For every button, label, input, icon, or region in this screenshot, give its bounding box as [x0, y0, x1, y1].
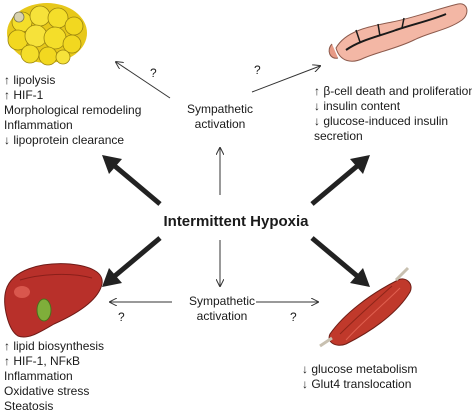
sympathetic-top-line-1: Sympathetic	[186, 102, 254, 116]
thin-arrow-to-adipose	[116, 62, 171, 99]
pancreas-icon	[328, 3, 468, 62]
sympathetic-activation-top: Sympathetic activation	[166, 102, 274, 132]
thick-arrow-bottom-left	[102, 236, 162, 287]
pancreas-effect: secretion	[314, 129, 363, 143]
question-mark-muscle: ?	[290, 310, 297, 324]
question-mark-liver: ?	[118, 310, 125, 324]
liver-effect: ↑ HIF-1, NFκB	[4, 354, 81, 368]
thick-arrow-bottom-right	[310, 236, 370, 287]
pancreas-effects-list: ↑ β-cell death and proliferation ↓ insul…	[314, 84, 472, 144]
thin-arrow-to-pancreas	[251, 66, 320, 93]
sympathetic-bottom-line-2: activation	[196, 309, 248, 323]
liver-icon	[4, 263, 103, 338]
sympathetic-top-line-2: activation	[194, 117, 246, 131]
adipose-effect: ↑ HIF-1	[4, 88, 44, 102]
center-label-intermittent-hypoxia: Intermittent Hypoxia	[163, 213, 309, 230]
pancreas-effect: ↓ insulin content	[314, 99, 401, 113]
adipose-effect: Inflammation	[4, 118, 73, 132]
adipose-tissue-icon	[7, 3, 87, 66]
adipose-effect: ↑ lipolysis	[4, 73, 56, 87]
question-mark-pancreas: ?	[254, 63, 261, 77]
thick-arrow-top-right	[310, 155, 370, 206]
pancreas-effect: ↓ glucose-induced insulin	[314, 114, 449, 128]
muscle-effects-list: ↓ glucose metabolism ↓ Glut4 translocati…	[302, 362, 417, 392]
adipose-effect: Morphological remodeling	[4, 103, 142, 117]
adipose-effects-list: ↑ lipolysis ↑ HIF-1 Morphological remode…	[4, 73, 141, 148]
thick-arrow-top-left	[102, 155, 162, 206]
sympathetic-bottom-line-1: Sympathetic	[188, 294, 256, 308]
liver-effect: Inflammation	[4, 369, 73, 383]
adipose-effect: ↓ lipoprotein clearance	[4, 133, 125, 147]
pancreas-effect: ↑ β-cell death and proliferation	[314, 84, 472, 98]
sympathetic-activation-bottom: Sympathetic activation	[168, 294, 276, 324]
muscle-icon	[319, 266, 412, 348]
muscle-effect: ↓ Glut4 translocation	[302, 377, 412, 391]
muscle-effect: ↓ glucose metabolism	[302, 362, 418, 376]
question-mark-adipose: ?	[150, 66, 157, 80]
liver-effect: Oxidative stress	[4, 384, 90, 398]
liver-effects-list: ↑ lipid biosynthesis ↑ HIF-1, NFκB Infla…	[4, 339, 104, 411]
liver-effect: ↑ lipid biosynthesis	[4, 339, 105, 353]
liver-effect: Steatosis	[4, 399, 54, 411]
